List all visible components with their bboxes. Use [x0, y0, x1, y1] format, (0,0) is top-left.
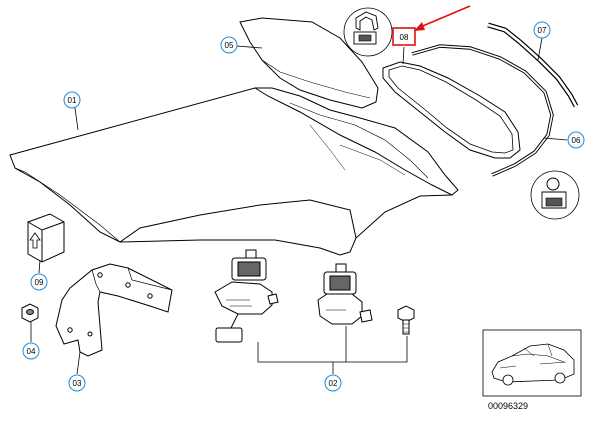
- clip-part: [27, 213, 65, 263]
- rear-window: [239, 17, 379, 109]
- window-seal: [382, 61, 521, 159]
- callout-04: 04: [22, 342, 40, 360]
- callout-02: 02: [324, 374, 342, 392]
- lock-part-right: [317, 263, 373, 325]
- callout-09: 09: [30, 273, 48, 291]
- callout-07-label: 07: [538, 26, 547, 35]
- seal-profile-detail-top: [343, 7, 393, 57]
- image-code-label: 00096329: [488, 401, 528, 411]
- callout-05: 05: [220, 36, 238, 54]
- callout-07: 07: [533, 21, 551, 39]
- leader-lines: [30, 37, 568, 375]
- highlight-box: [392, 27, 416, 46]
- highlight-annotation: [392, 5, 471, 46]
- seal-profile-detail-bottom: [530, 170, 580, 220]
- callout-05-label: 05: [225, 41, 234, 50]
- pointer-arrowhead: [414, 22, 425, 31]
- lock-part-left: [214, 249, 279, 343]
- callout-06: 06: [567, 131, 585, 149]
- callout-04-label: 04: [27, 347, 36, 356]
- soft-top-roof: [9, 87, 459, 256]
- callout-03-label: 03: [73, 379, 82, 388]
- callout-06-label: 06: [572, 136, 581, 145]
- callout-08-label: 08: [400, 33, 409, 42]
- callout-02-label: 02: [329, 379, 338, 388]
- callout-09-label: 09: [35, 278, 44, 287]
- callout-01-label: 01: [68, 96, 77, 105]
- callout-03: 03: [68, 374, 86, 392]
- seal-strip: [411, 44, 554, 177]
- callout-01: 01: [63, 91, 81, 109]
- nut-part: [21, 303, 39, 323]
- pointer-arrow: [417, 5, 471, 29]
- rail-seal: [487, 22, 579, 108]
- car-thumbnail: [482, 329, 582, 397]
- bolt-part: [397, 305, 415, 335]
- bracket-part: [55, 263, 173, 357]
- callout-08: 08: [400, 33, 409, 42]
